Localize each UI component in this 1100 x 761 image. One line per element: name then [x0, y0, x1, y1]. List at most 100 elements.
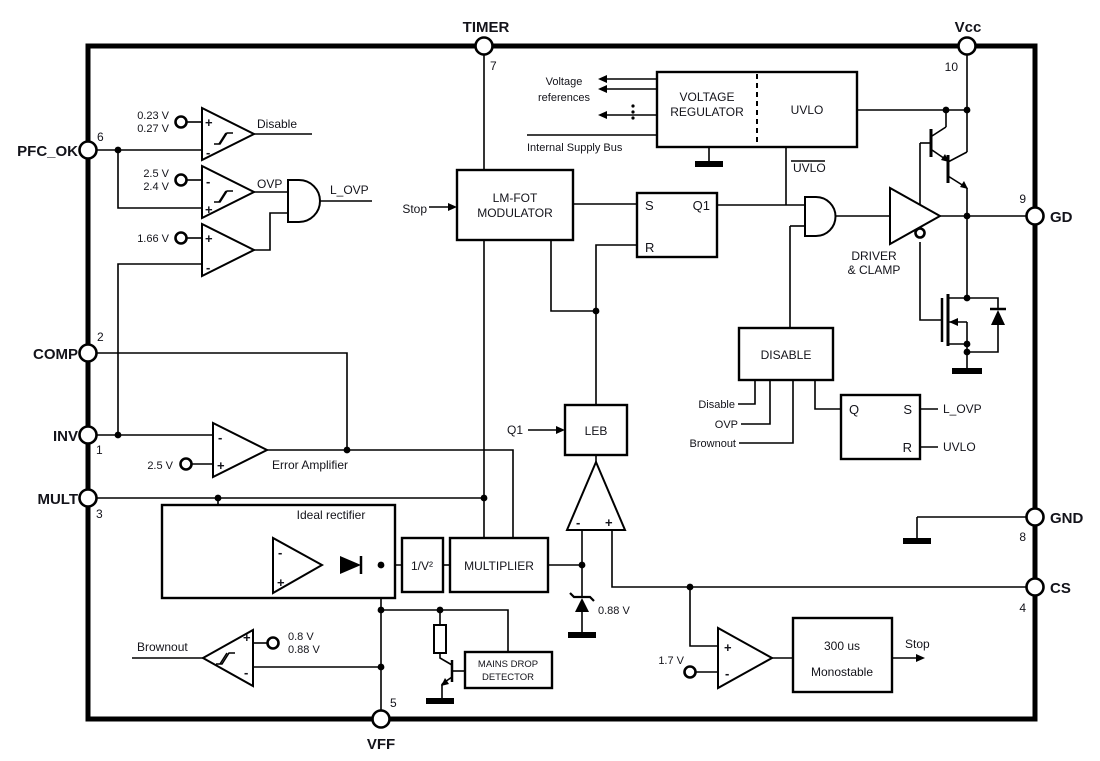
plus-sign: + — [724, 640, 732, 655]
stop-out-label: Stop — [905, 637, 930, 651]
ref-bo-0v88: 0.88 V — [288, 644, 320, 656]
pin-mult — [78, 488, 98, 508]
vreg-title-2: REGULATOR — [670, 105, 744, 119]
driver-buffer — [889, 186, 943, 246]
disable-in-label: Disable — [698, 399, 735, 411]
voltage-references-label-1: Voltage — [546, 76, 583, 88]
pwm-latch-s: S — [645, 198, 654, 213]
pin-cs — [1025, 577, 1045, 597]
ref-bo-0v8: 0.8 V — [288, 631, 314, 643]
driver-title-2: & CLAMP — [848, 263, 901, 277]
resistor-icon — [433, 624, 447, 654]
package-pins — [78, 36, 1045, 729]
leb-block — [563, 403, 629, 457]
brownout-comparator — [200, 628, 254, 688]
pin-label-inv: INV — [53, 428, 78, 445]
hysteresis-icon — [214, 190, 233, 203]
pin-num-gnd: 8 — [1019, 530, 1026, 544]
hysteresis-icon — [216, 652, 235, 665]
mains-drop-detector-block — [463, 650, 554, 690]
ground-icon — [426, 698, 454, 704]
pin-num-vff: 5 — [390, 696, 397, 710]
hysteresis-icon — [219, 652, 228, 665]
minus-sign: - — [576, 515, 580, 530]
pin-vcc — [957, 36, 977, 56]
pin-num-inv: 1 — [96, 443, 103, 457]
multiplier-block — [448, 536, 550, 594]
ovp-in-label: OVP — [715, 419, 738, 431]
ref-zener-0v88: 0.88 V — [598, 605, 630, 617]
ref-2v5: 2.5 V — [143, 168, 169, 180]
plus-sign: + — [243, 630, 251, 645]
fault-latch-r: R — [903, 440, 912, 455]
pin-label-pfc-ok: PFC_OK — [17, 143, 78, 160]
ideal-rectifier-title: Ideal rectifier — [297, 508, 366, 522]
pin-label-cs: CS — [1050, 580, 1071, 597]
pin-num-comp: 2 — [97, 330, 104, 344]
driver-title-1: DRIVER — [851, 249, 897, 263]
plus-sign: + — [217, 458, 225, 473]
stop-in-label: Stop — [402, 202, 427, 216]
disable-title: DISABLE — [761, 348, 812, 362]
mains-drop-title-1: MAINS DROP — [478, 659, 538, 670]
multiplier-title: MULTIPLIER — [464, 559, 534, 573]
pin-label-vff: VFF — [367, 736, 395, 753]
ovp-comparator — [201, 164, 257, 220]
error-amp-title: Error Amplifier — [272, 458, 348, 472]
monostable-title-1: 300 us — [824, 639, 860, 653]
body-diode-icon — [991, 310, 1005, 325]
uvlo-bar-label: UVLO — [793, 161, 826, 175]
pin-gnd — [1025, 507, 1045, 527]
lovp-and-gate — [287, 179, 321, 223]
l-ovp-label: L_OVP — [330, 183, 369, 197]
latch-set-label: L_OVP — [943, 402, 982, 416]
latch-reset-label: UVLO — [943, 440, 976, 454]
monostable-block — [791, 616, 894, 694]
zener-diode-icon — [575, 598, 589, 612]
pin-pfc-ok — [78, 140, 98, 160]
pin-label-gnd: GND — [1050, 510, 1084, 527]
pwm-latch-q1: Q1 — [693, 198, 710, 213]
ground-icon — [568, 632, 596, 638]
pin-num-cs: 4 — [1019, 601, 1026, 615]
ground-icon — [695, 161, 723, 167]
junction-dots — [114, 106, 971, 671]
pwm-latch-r: R — [645, 240, 654, 255]
uvlo-title: UVLO — [791, 103, 824, 117]
analog-symbols — [200, 106, 943, 690]
pin-num-gd: 9 — [1019, 192, 1026, 206]
leb-title: LEB — [585, 424, 608, 438]
plus-sign: + — [205, 202, 213, 217]
ground-icon — [952, 368, 982, 374]
hysteresis-icon — [218, 132, 227, 145]
voltage-references-label-2: references — [538, 92, 590, 104]
reference-bubbles — [174, 115, 697, 679]
minus-sign: - — [278, 545, 282, 560]
discrete-components — [340, 104, 1006, 704]
minus-sign: - — [206, 260, 210, 275]
q1-leb-label: Q1 — [507, 423, 523, 437]
vreg-title-1: VOLTAGE — [680, 90, 735, 104]
plus-sign: + — [605, 515, 613, 530]
rectifier-diode-icon — [340, 556, 361, 574]
pin-num-vcc: 10 — [945, 60, 959, 74]
pin-inv — [78, 425, 98, 445]
ideal-rectifier-opamp — [272, 536, 325, 595]
ref-ea-2v5: 2.5 V — [147, 460, 173, 472]
zener-diode-bar — [569, 592, 595, 602]
pwm-sr-latch-block — [635, 191, 719, 259]
fault-latch-s: S — [903, 402, 912, 417]
pin-label-gd: GD — [1050, 209, 1073, 226]
pin-num-pfc-ok: 6 — [97, 130, 104, 144]
pin-label-comp: COMP — [33, 346, 78, 363]
ground-icon — [903, 538, 931, 544]
disable-block — [737, 326, 835, 382]
mains-drop-title-2: DETECTOR — [482, 672, 534, 683]
brownout-in-label: Brownout — [690, 438, 736, 450]
pin-vff — [371, 709, 391, 729]
minus-sign: - — [725, 666, 729, 681]
static-ovp-comparator — [201, 222, 257, 278]
monostable-title-2: Monostable — [811, 665, 873, 679]
hysteresis-icon — [218, 190, 227, 203]
